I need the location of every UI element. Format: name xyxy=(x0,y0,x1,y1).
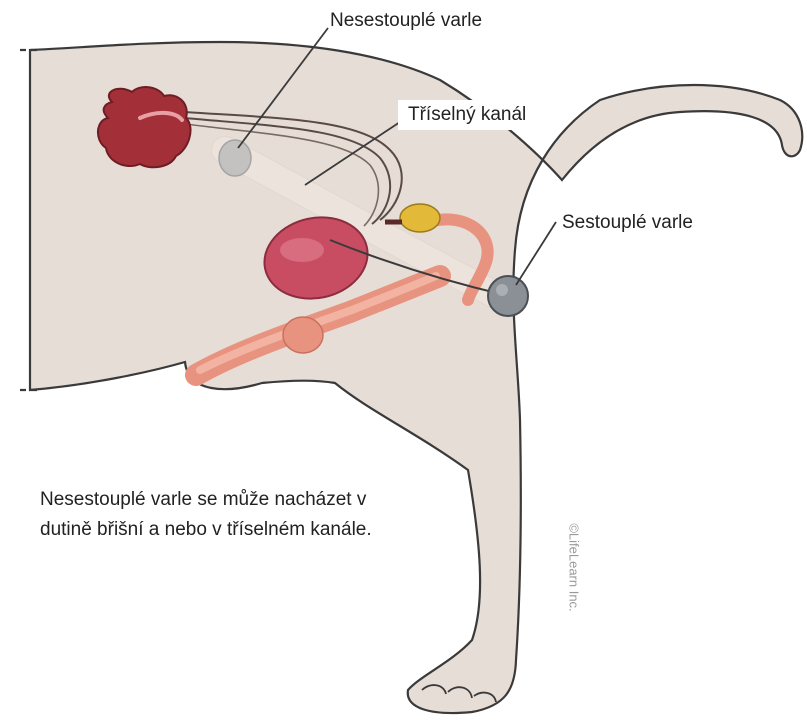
descended-testis-shine xyxy=(496,284,508,296)
kidney xyxy=(98,87,191,167)
caption-text: Nesestouplé varle se může nacházet v dut… xyxy=(40,485,420,545)
leader-descended xyxy=(516,222,556,285)
undescended-testis xyxy=(219,140,251,176)
bladder-highlight xyxy=(280,238,324,262)
label-inguinal-canal: Tříselný kanál xyxy=(398,100,536,130)
label-undescended-testis: Nesestouplé varle xyxy=(330,10,482,32)
descended-testis xyxy=(488,276,528,316)
label-descended-testis: Sestouplé varle xyxy=(562,212,693,234)
copyright-text: ©LifeLearn Inc. xyxy=(567,523,582,611)
penis-bulb xyxy=(283,317,323,353)
epididymis xyxy=(400,204,440,232)
